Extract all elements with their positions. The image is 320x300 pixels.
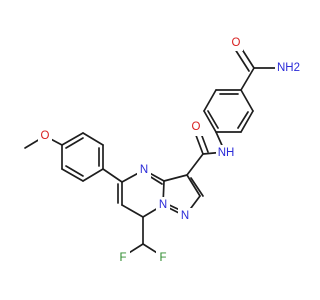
atom-n-bridge-label: N [159,199,167,211]
molecule-structure-diagram: O NH2 O NH N N N [24,35,300,266]
atom-o-amide-top-label: O [232,37,241,49]
atom-f-left-label: F [119,252,126,264]
atom-o-amide-mid-label: O [192,121,201,133]
atom-o-amide-mid: O [189,120,203,136]
atom-n-pyrazole: N [178,208,192,224]
atom-f-right: F [156,250,170,266]
atom-f-right-label: F [159,252,166,264]
atom-label-layer: O NH2 O NH N N N [38,35,300,266]
atom-n-pyrimidine: N [137,162,151,178]
atom-o-methoxy: O [38,128,52,144]
atom-nh2: NH2 [275,60,300,76]
atom-n-pyrazole-label: N [181,210,189,222]
atom-nh: NH [216,145,236,161]
atom-n-pyrimidine-label: N [140,164,148,176]
atom-o-amide-top: O [229,35,243,51]
atom-nh-label: NH [218,147,235,159]
atom-n-bridge: N [156,197,170,213]
atom-f-left: F [116,250,130,266]
bond-layer [24,42,280,257]
atom-nh2-label: NH2 [277,62,300,74]
atom-o-methoxy-label: O [41,130,50,142]
